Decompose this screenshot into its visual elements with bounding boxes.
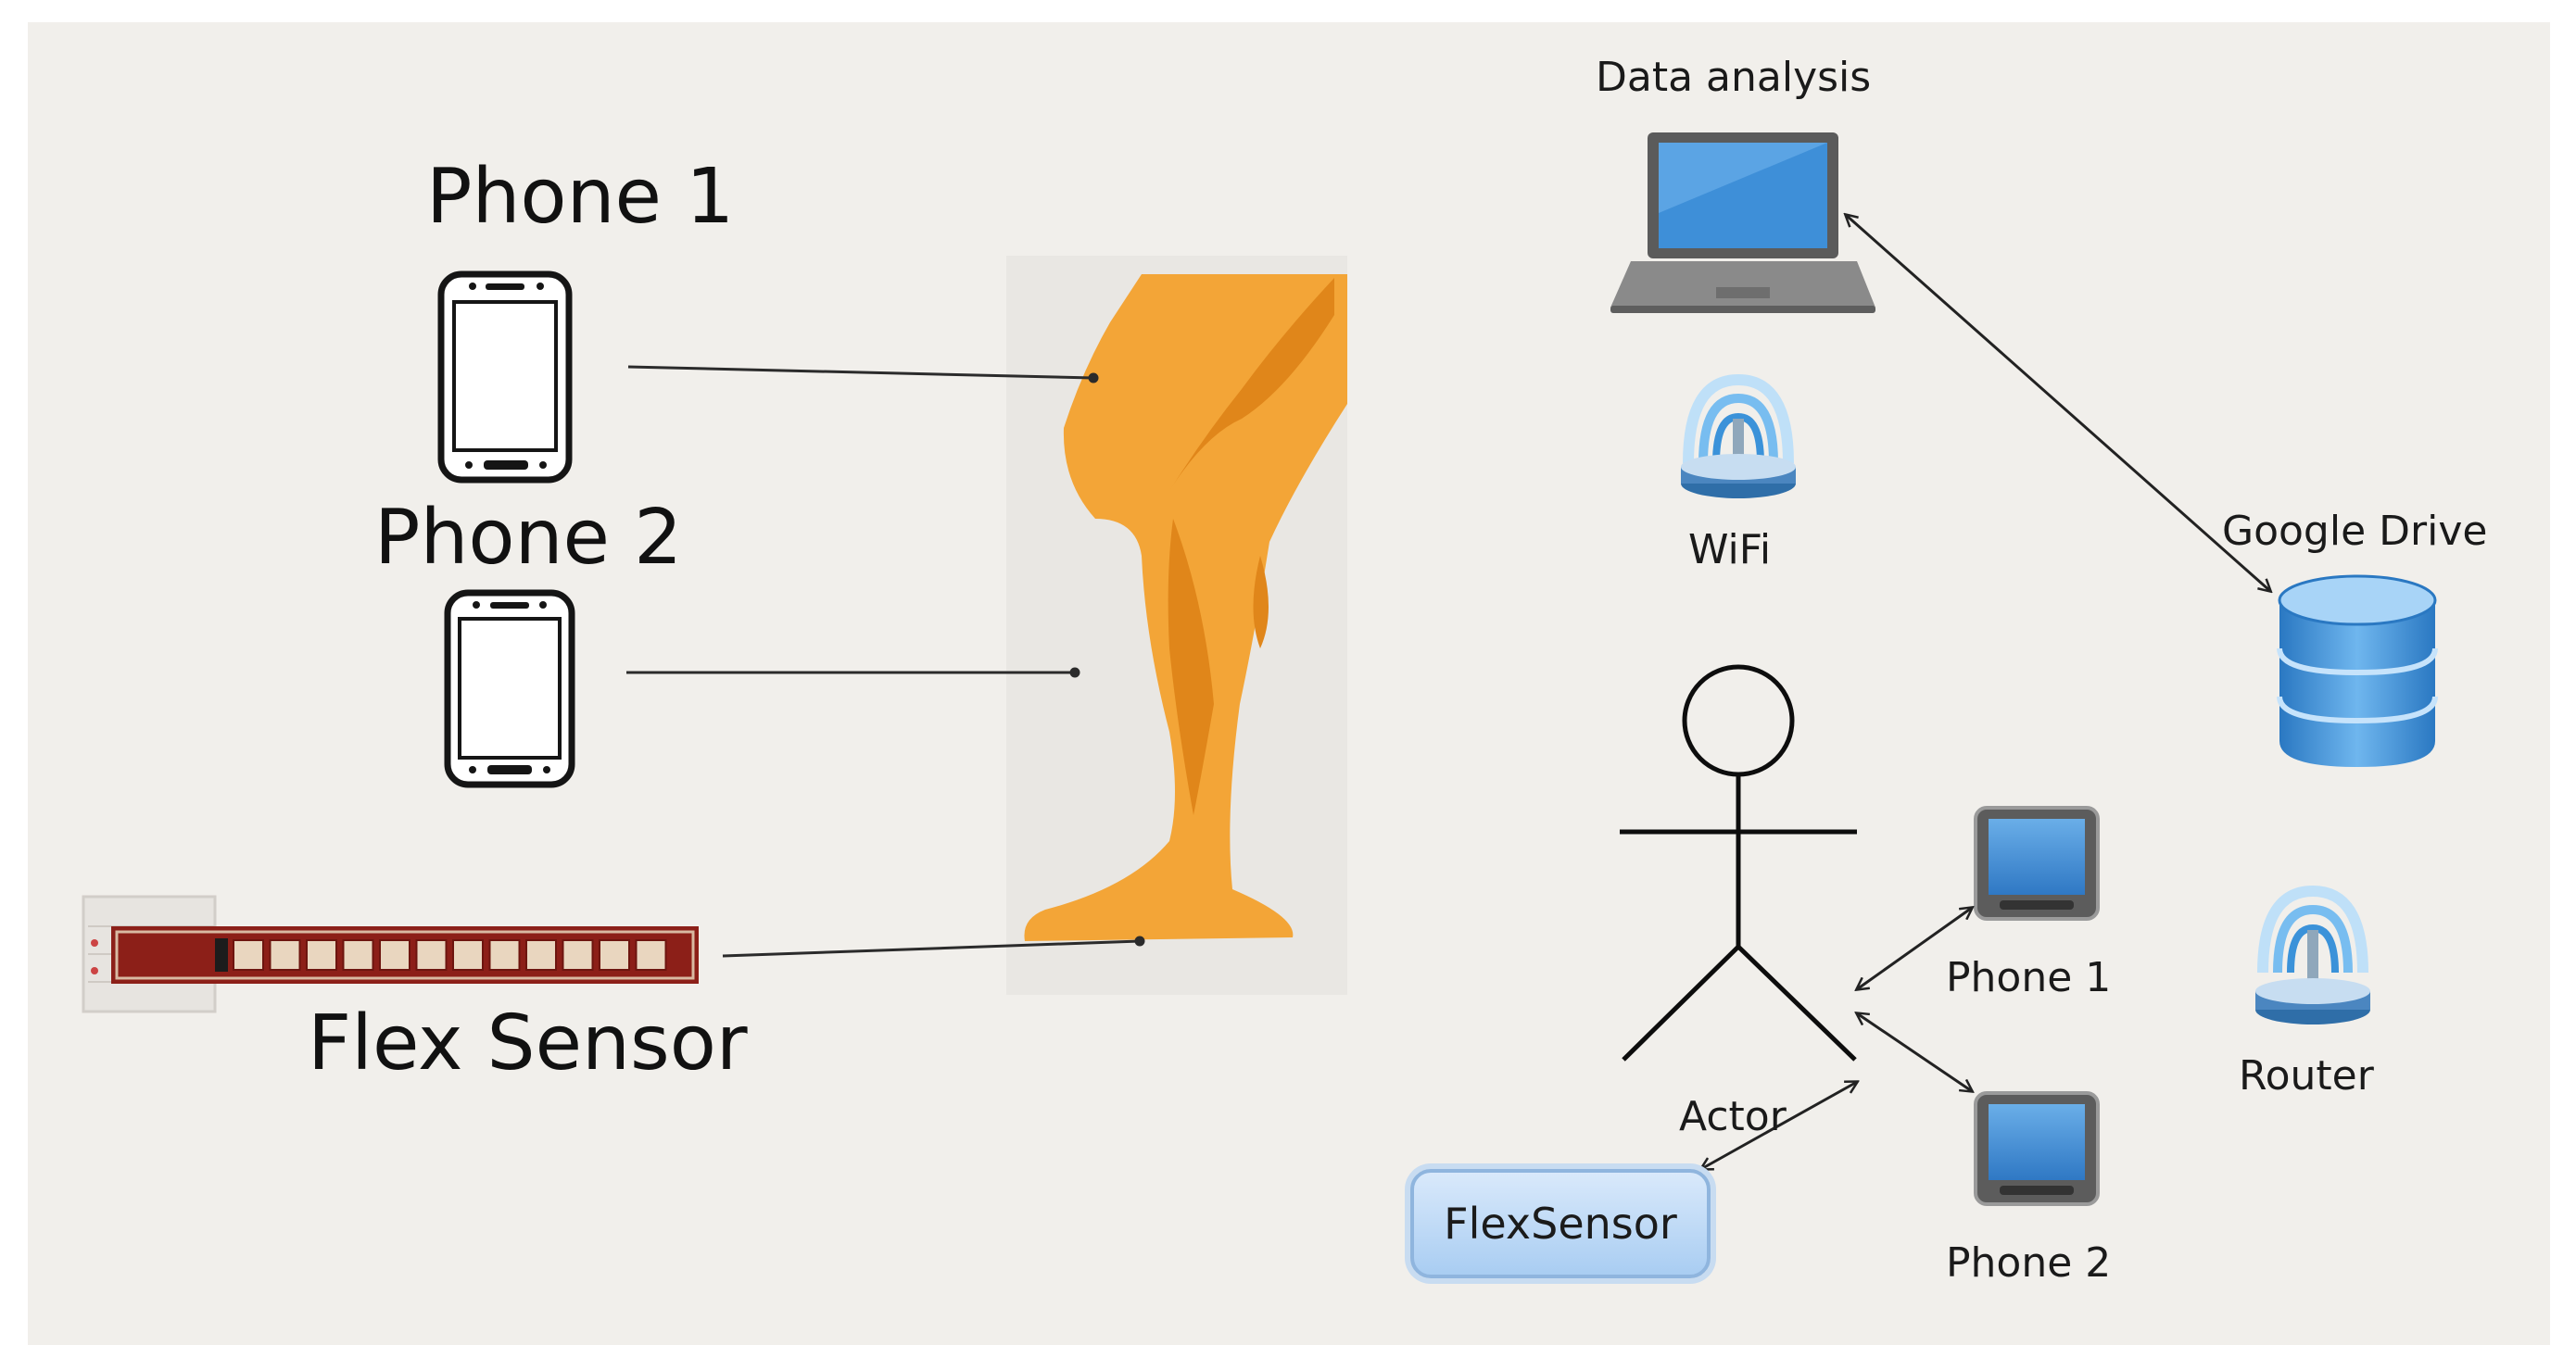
phone2-title: Phone 2 [374, 494, 683, 582]
connector-arrows [1701, 215, 2270, 1169]
laptop-icon [1610, 132, 1875, 313]
sensor-cell [379, 939, 410, 971]
phone2-icon [444, 589, 575, 788]
phone1-device-label: Phone 1 [1946, 954, 2112, 1001]
wifi-icon [1681, 373, 1796, 498]
sensor-cell [488, 939, 521, 971]
sensor-cell [269, 939, 301, 971]
flexsensor-node-label: FlexSensor [1444, 1199, 1677, 1249]
wifi-label: WiFi [1688, 526, 1772, 573]
flex-sensor-title: Flex Sensor [308, 999, 748, 1087]
attachment-lines [626, 365, 1145, 958]
flex-sensor-icon [82, 895, 699, 1013]
actor-figure [1620, 664, 1857, 1062]
phone1-tablet-icon [1974, 806, 2100, 921]
phone2-tablet-icon [1974, 1091, 2100, 1206]
data-analysis-label: Data analysis [1596, 54, 1872, 101]
phone1-title: Phone 1 [426, 153, 735, 241]
sensor-cell [415, 939, 448, 971]
google-drive-label: Google Drive [2222, 508, 2488, 555]
sensor-cell [562, 939, 594, 971]
leg-illustration [1006, 256, 1347, 995]
sensor-cell [599, 939, 630, 971]
actor-label: Actor [1679, 1093, 1787, 1140]
phone1-icon [437, 270, 573, 484]
router-icon [2255, 885, 2370, 1024]
flexsensor-node: FlexSensor [1410, 1169, 1711, 1278]
sensor-cell [342, 939, 374, 971]
phone2-device-label: Phone 2 [1946, 1239, 2112, 1287]
sensor-cell [306, 939, 337, 971]
sensor-cell [525, 939, 557, 971]
router-label: Router [2239, 1052, 2374, 1100]
sensor-cell [233, 939, 264, 971]
sensor-cell [635, 939, 667, 971]
sensor-cell [452, 939, 484, 971]
database-icon [2277, 574, 2438, 767]
